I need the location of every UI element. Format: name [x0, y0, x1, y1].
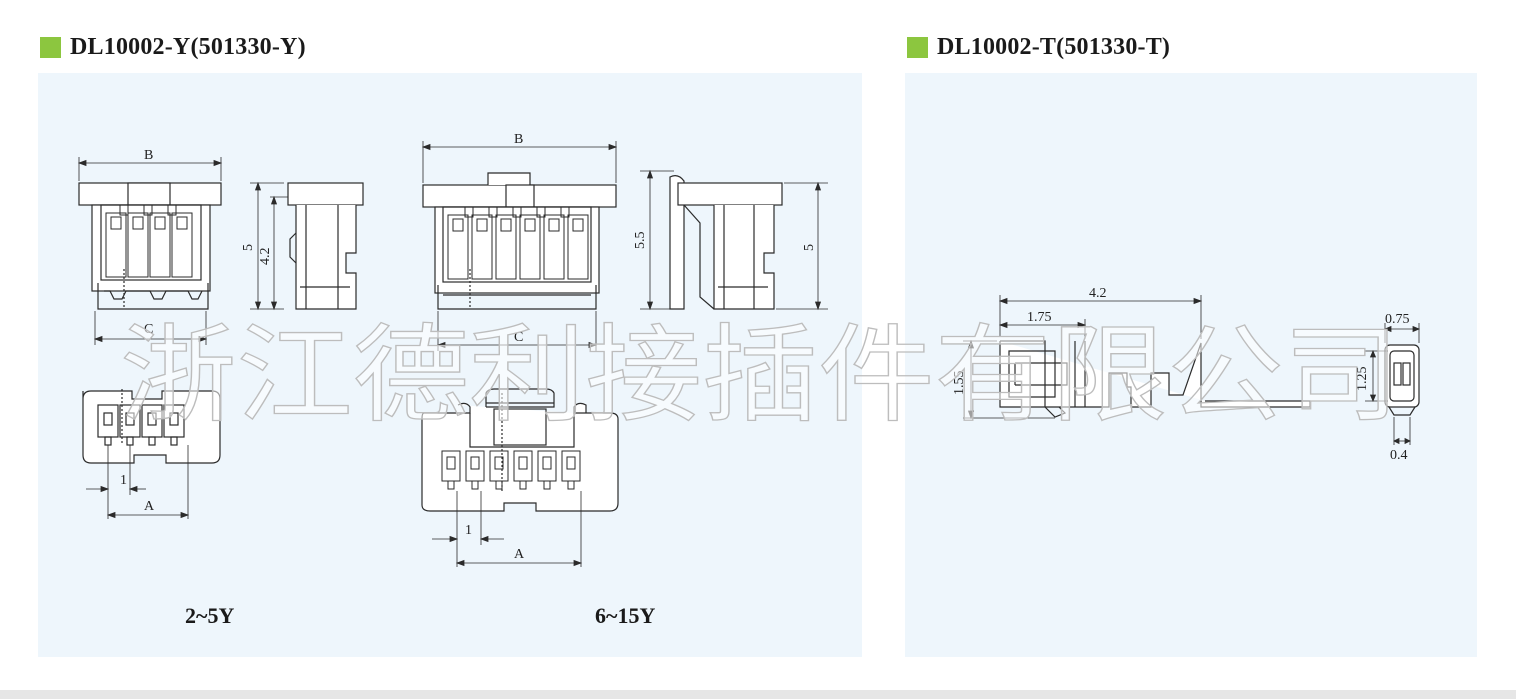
- housing-drawing-panel: B C 1 A 5 4.2 B C 1 A 5.5 5 2~5Y 6~15Y: [38, 73, 862, 657]
- label-end-width: 0.75: [1385, 312, 1410, 327]
- label-end-pin: 0.4: [1390, 448, 1408, 463]
- label-h-right-large: 5: [802, 244, 817, 251]
- label-h-left-large: 5.5: [633, 232, 648, 250]
- large-side-view: [669, 175, 783, 310]
- large-bottom-view: [421, 388, 619, 512]
- dim-c-small: [93, 311, 208, 345]
- dim-b-large: [421, 141, 618, 183]
- terminal-end-view: [1384, 344, 1420, 416]
- label-length: 4.2: [1089, 286, 1107, 301]
- small-side-view: [287, 182, 364, 310]
- small-front-view: [78, 182, 222, 310]
- label-b-small: B: [144, 148, 153, 163]
- dim-length: [963, 295, 1203, 420]
- bottom-rule: [0, 690, 1516, 699]
- label-a-small: A: [144, 499, 155, 514]
- dim-b-small: [77, 157, 223, 181]
- label-pitch-small: 1: [120, 473, 127, 488]
- panel-background: [38, 73, 862, 657]
- variant-label-small: 2~5Y: [185, 603, 234, 628]
- dim-pitch-small: [86, 445, 190, 519]
- label-end-height: 1.25: [1355, 367, 1370, 392]
- dim-end-view: [1365, 323, 1421, 445]
- terminal-drawing-panel: 4.2 1.75 1.55 0.75 1.25 0.4: [905, 73, 1477, 657]
- accent-square: [40, 37, 61, 58]
- label-pitch-large: 1: [465, 523, 472, 538]
- dim-height-small: [250, 181, 288, 311]
- terminal-side-view: [999, 340, 1311, 418]
- label-a-large: A: [514, 547, 525, 562]
- label-front: 1.75: [1027, 310, 1052, 325]
- accent-square: [907, 37, 928, 58]
- small-bottom-view: [82, 389, 221, 464]
- label-c-large: C: [514, 330, 523, 345]
- label-c-small: C: [144, 322, 153, 337]
- label-height: 1.55: [952, 371, 967, 396]
- large-front-view: [422, 172, 617, 310]
- dim-height-large: [640, 169, 828, 311]
- label-h-outer-small: 5: [241, 244, 256, 251]
- left-title: DL10002-Y(501330-Y): [70, 34, 306, 60]
- label-h-inner-small: 4.2: [258, 248, 273, 266]
- right-heading: DL10002-T(501330-T): [907, 34, 1170, 61]
- left-heading: DL10002-Y(501330-Y): [40, 34, 306, 61]
- dim-pitch-large: [432, 491, 583, 567]
- label-b-large: B: [514, 132, 523, 147]
- dim-c-large: [436, 311, 598, 351]
- right-title: DL10002-T(501330-T): [937, 34, 1171, 60]
- variant-label-large: 6~15Y: [595, 603, 655, 628]
